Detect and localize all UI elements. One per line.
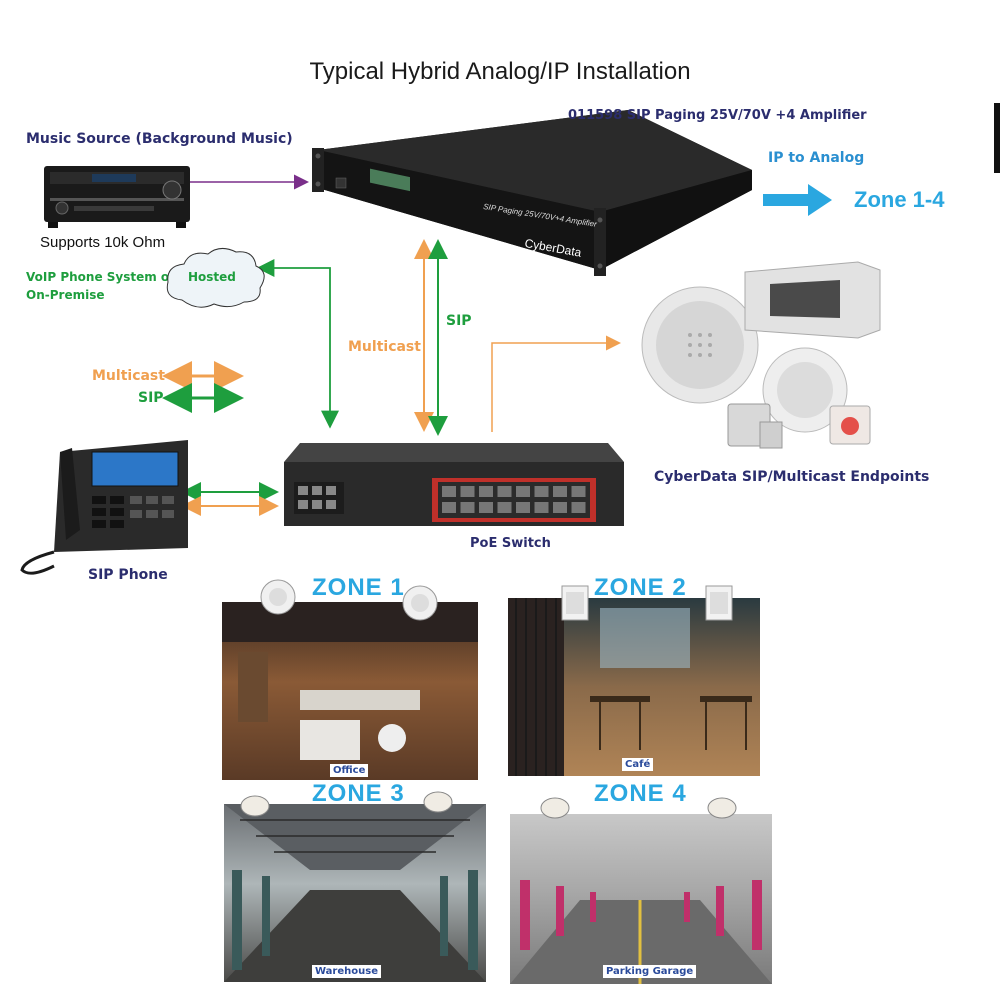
zone-4-caption: Parking Garage [603,965,696,978]
